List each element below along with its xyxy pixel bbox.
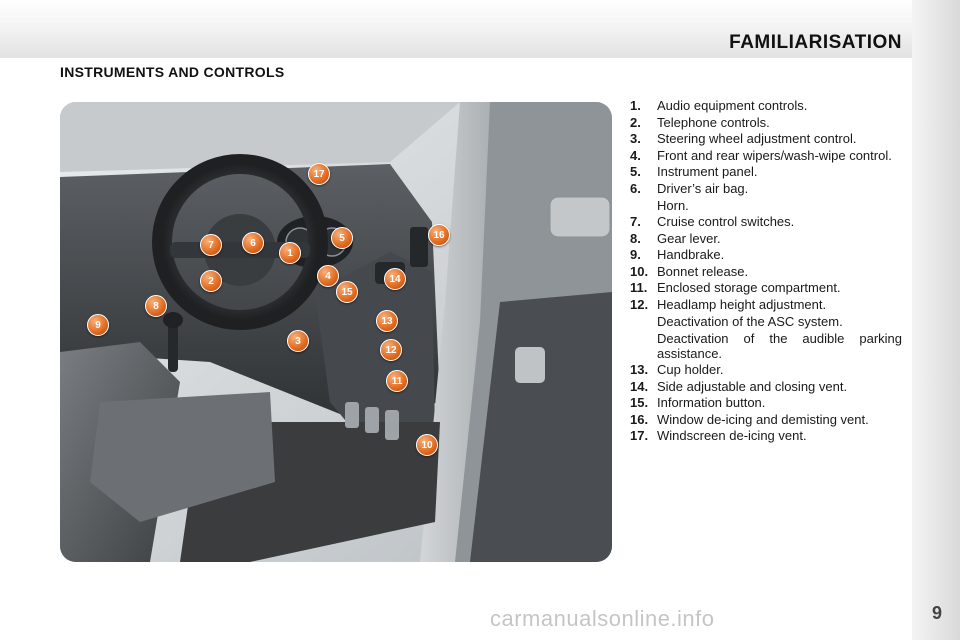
legend-number: 1. [630, 98, 641, 113]
side-band [912, 0, 960, 640]
legend-text: Gear lever. [657, 230, 721, 246]
dashboard-photo: 1 2 3 4 5 6 7 8 9 10 11 12 13 14 15 16 1… [60, 102, 612, 562]
page-title: FAMILIARISATION [729, 32, 902, 53]
legend-text: Headlamp height adjustment. [657, 296, 827, 312]
legend-text: Deactivation of the audible parking assi… [657, 330, 902, 361]
legend-item: 11. Enclosed storage compartment. [630, 280, 902, 295]
marker-17: 17 [308, 163, 330, 185]
marker-14: 14 [384, 268, 406, 290]
legend-number: 7. [630, 214, 641, 229]
legend-number: 9. [630, 247, 641, 262]
marker-9: 9 [87, 314, 109, 336]
legend-number: 17. [630, 428, 649, 443]
legend-text: Handbrake. [657, 247, 725, 262]
legend-number: 16. [630, 411, 649, 427]
marker-5: 5 [331, 227, 353, 249]
marker-7: 7 [200, 234, 222, 256]
legend-item: 2. Telephone controls. [630, 115, 902, 130]
legend-text: Cup holder. [657, 362, 724, 377]
marker-10: 10 [416, 434, 438, 456]
marker-13: 13 [376, 310, 398, 332]
legend-text: Bonnet release. [657, 263, 749, 279]
legend-number: 12. [630, 296, 649, 312]
marker-11: 11 [386, 370, 408, 392]
marker-4: 4 [317, 265, 339, 287]
legend-item: 6. Driver’s air bag. Horn. [630, 181, 902, 213]
legend-item: 14. Side adjustable and closing vent. [630, 379, 902, 394]
marker-1: 1 [279, 242, 301, 264]
legend-item: 8. Gear lever. [630, 231, 902, 246]
legend-item: 10. Bonnet release. [630, 264, 902, 279]
header-band [0, 0, 960, 58]
page-number: 9 [931, 603, 942, 623]
legend-item: 5. Instrument panel. [630, 164, 902, 179]
legend-text: Information button. [657, 395, 766, 410]
legend-item: 4. Front and rear wipers/wash-wipe contr… [630, 148, 902, 163]
marker-6: 6 [242, 232, 264, 254]
marker-15: 15 [336, 281, 358, 303]
legend-text: Window de-icing and demisting vent. [657, 411, 869, 427]
legend-text: Audio equipment controls. [657, 98, 808, 113]
legend-text: Windscreen de-icing vent. [657, 428, 807, 443]
marker-16: 16 [428, 224, 450, 246]
legend-item: 16. Window de-icing and demisting vent. [630, 412, 902, 427]
dashboard-illustration [60, 102, 612, 562]
legend-item: 1. Audio equipment controls. [630, 98, 902, 113]
controls-legend: 1. Audio equipment controls. 2. Telephon… [630, 98, 902, 445]
legend-item: 15. Information button. [630, 395, 902, 410]
legend-item: 12. Headlamp height adjustment. Deactiva… [630, 297, 902, 361]
marker-3: 3 [287, 330, 309, 352]
legend-number: 5. [630, 164, 641, 179]
legend-text: Steering wheel adjustment control. [657, 131, 857, 146]
marker-8: 8 [145, 295, 167, 317]
legend-text: Instrument panel. [657, 164, 758, 179]
legend-number: 2. [630, 114, 641, 130]
legend-item: 17. Windscreen de-icing vent. [630, 428, 902, 443]
marker-2: 2 [200, 270, 222, 292]
legend-text: Horn. [657, 197, 689, 213]
legend-text: Cruise control switches. [657, 214, 795, 229]
legend-number: 8. [630, 230, 641, 246]
legend-number: 11. [630, 280, 648, 295]
legend-number: 3. [630, 131, 641, 146]
legend-text: Telephone controls. [657, 114, 770, 130]
section-title: INSTRUMENTS AND CONTROLS [60, 64, 285, 80]
legend-number: 13. [630, 362, 649, 377]
legend-item: 13. Cup holder. [630, 362, 902, 377]
legend-item: 9. Handbrake. [630, 247, 902, 262]
legend-item: 3. Steering wheel adjustment control. [630, 131, 902, 146]
marker-12: 12 [380, 339, 402, 361]
legend-text: Deactivation of the ASC system. [657, 313, 843, 329]
legend-text: Front and rear wipers/wash-wipe control. [657, 147, 892, 163]
legend-item: 7. Cruise control switches. [630, 214, 902, 229]
legend-number: 14. [630, 378, 649, 394]
legend-number: 4. [630, 147, 641, 163]
legend-number: 6. [630, 180, 641, 196]
legend-text: Side adjustable and closing vent. [657, 378, 848, 394]
legend-number: 10. [630, 263, 649, 279]
legend-number: 15. [630, 395, 649, 410]
legend-text: Enclosed storage compartment. [657, 280, 841, 295]
watermark: carmanualsonline.info [490, 606, 715, 631]
legend-text: Driver’s air bag. [657, 180, 749, 196]
